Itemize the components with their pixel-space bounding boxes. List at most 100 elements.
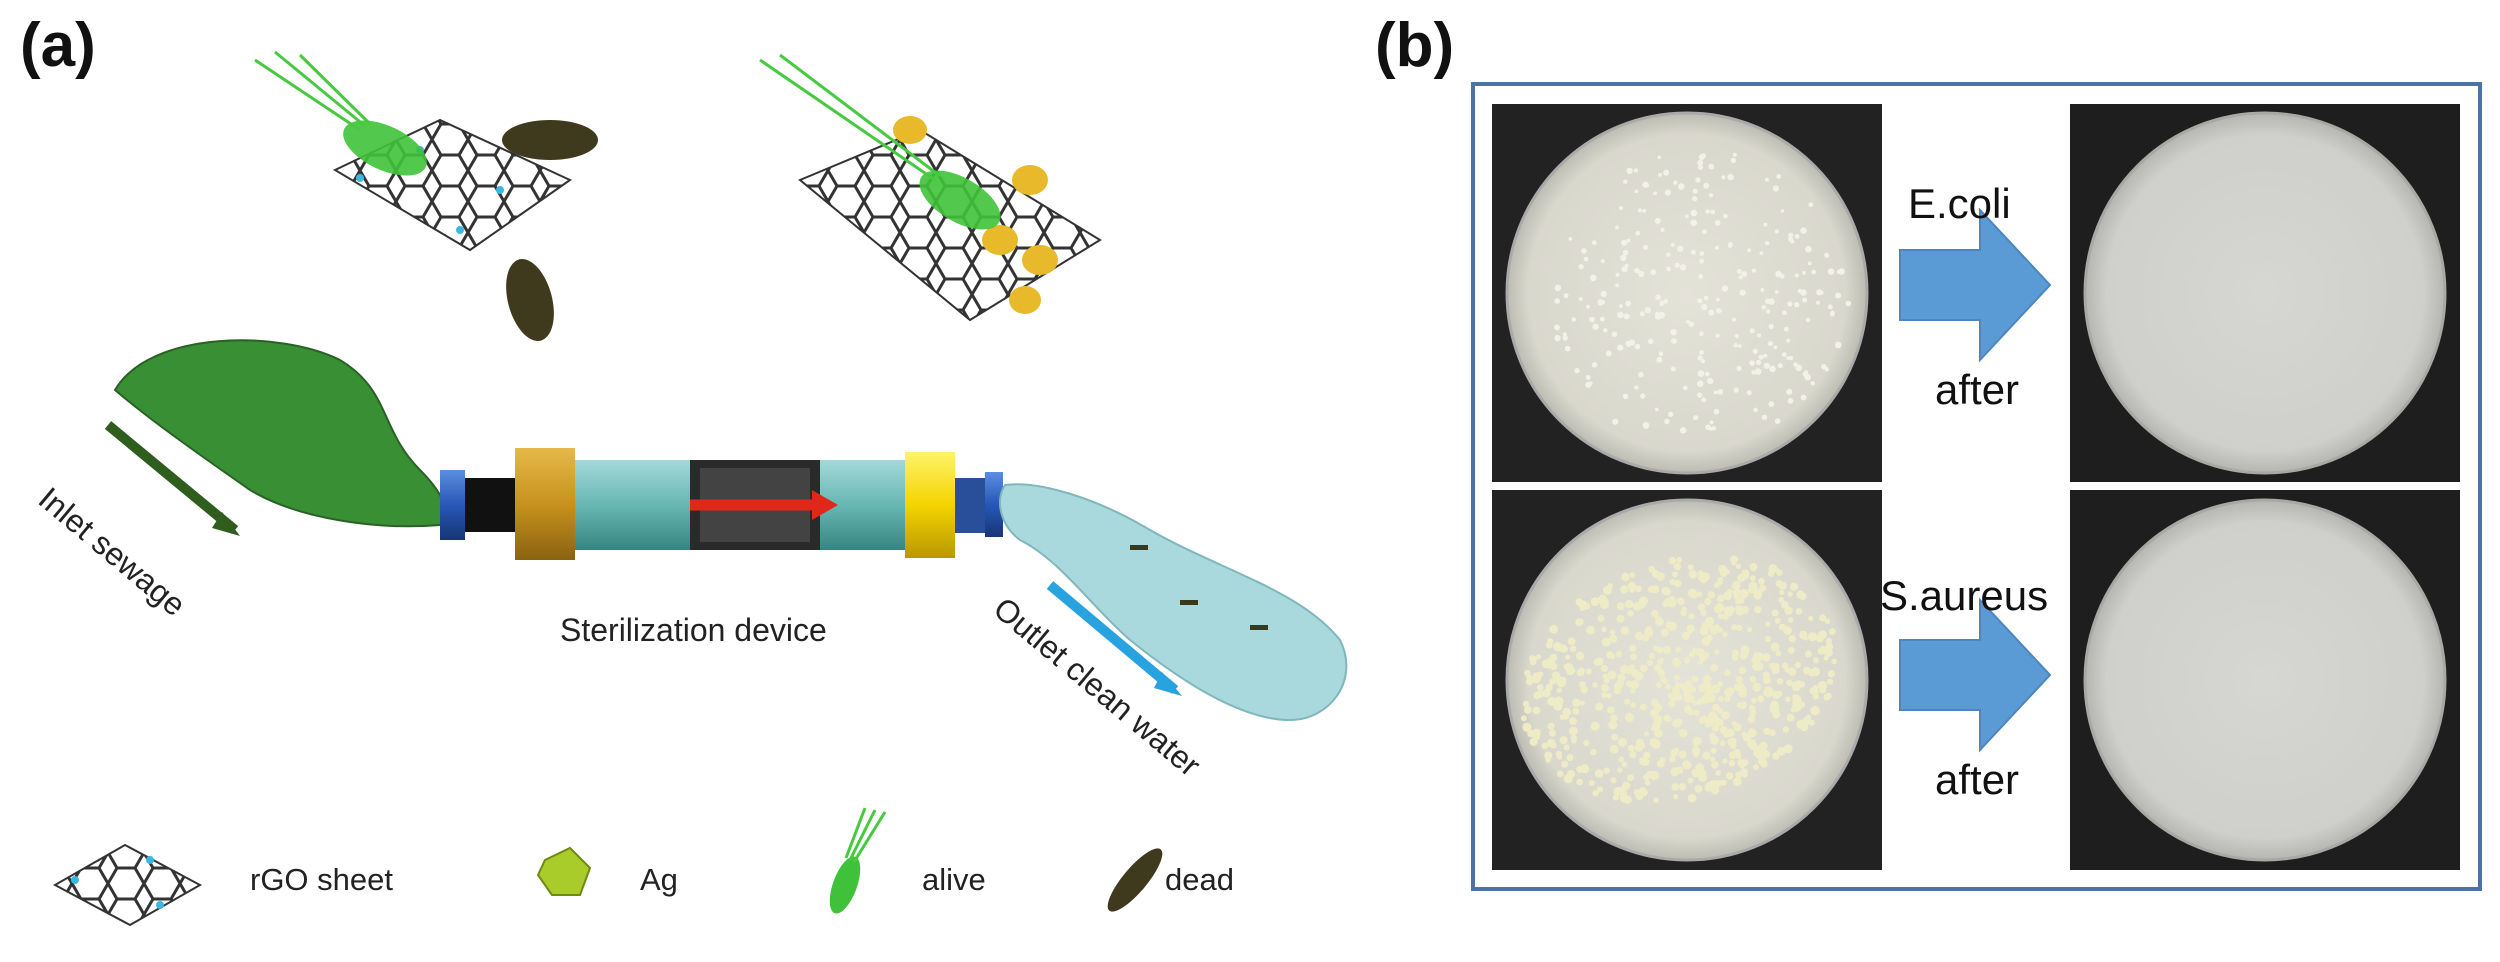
colony [1536,684,1544,691]
colony [1712,703,1720,712]
colony [1774,567,1780,573]
panel-b-letter: (b) [1375,11,1455,80]
colony [1670,329,1677,336]
colony [1711,724,1720,732]
colony [1681,684,1689,692]
colony [1716,308,1722,314]
colony [1738,344,1742,348]
colony [1657,155,1661,160]
colony [1812,693,1819,700]
colony [1677,183,1685,190]
colony [1673,674,1680,681]
colony [1597,299,1603,305]
colony [1575,619,1582,626]
colony [1610,777,1617,784]
colony [1611,733,1619,741]
legend-ag-icon [536,846,592,896]
colony [1579,681,1586,688]
colony [1708,379,1714,384]
colony [1569,726,1578,736]
petri-dish-ecoli-after [2083,111,2447,475]
colony [1680,427,1687,434]
colony [1663,714,1671,722]
colony [1609,634,1618,643]
colony [1626,774,1635,782]
colony [1644,780,1651,786]
colony [1733,387,1739,393]
colony [1639,788,1648,797]
colony [1564,345,1571,352]
colony [1576,778,1583,786]
colony [1629,644,1637,652]
colony [1787,398,1794,404]
colony [1827,304,1833,310]
colony [1739,589,1749,599]
colony [1765,241,1770,246]
colony [1733,342,1738,348]
colony [1709,735,1719,745]
colony [1603,767,1610,774]
colony [1807,668,1816,677]
colony [1634,585,1642,593]
colony [1694,784,1703,793]
colony [1581,248,1587,254]
colony [1698,684,1707,693]
colony [1751,697,1757,704]
legend-alive-label: alive [922,862,986,897]
colony [1615,650,1623,658]
colony [1721,285,1729,292]
colony [1757,743,1767,753]
colony [1541,742,1549,750]
colony [1777,363,1783,369]
colony [1701,572,1710,582]
colony [1746,390,1752,396]
colony [1640,703,1647,711]
colony [1640,664,1648,673]
colony [1611,331,1618,337]
after-label-saureus: after [1935,756,2020,803]
colony [1640,393,1646,399]
colony [1731,653,1739,661]
colony [1619,304,1623,308]
colony [1721,711,1730,720]
colony [1733,723,1742,732]
colony [1635,631,1644,641]
colony [1661,586,1670,595]
colony [1624,698,1631,705]
colony [1549,729,1556,737]
colony [1624,263,1629,268]
colony [1794,273,1799,278]
colony [1525,677,1534,686]
colony [1788,356,1794,361]
colony [1749,328,1755,334]
colony [1656,356,1663,363]
colony [1792,694,1802,704]
colony [1828,628,1836,635]
colony [1752,348,1758,354]
colony [1807,632,1817,642]
colony [1553,701,1560,708]
colony [1759,251,1764,256]
organism-label-saureus: S.aureus [1880,572,2049,619]
colony [1739,289,1746,296]
colony [1717,681,1724,687]
colony [1613,786,1623,796]
legend-dead-label: dead [1165,862,1234,897]
colony [1733,777,1742,786]
colony [1609,629,1616,635]
colony [1575,651,1585,661]
colony [1835,292,1842,299]
colony [1612,418,1619,425]
colony [1727,605,1735,614]
colony [1658,351,1664,357]
colony [1710,747,1717,754]
colony [1786,388,1793,395]
colony [1626,167,1633,175]
colony [1776,747,1786,756]
colony [1554,334,1561,342]
colony [1642,208,1647,213]
colony [1583,739,1590,747]
colony [1666,252,1671,257]
colony [1628,744,1635,752]
